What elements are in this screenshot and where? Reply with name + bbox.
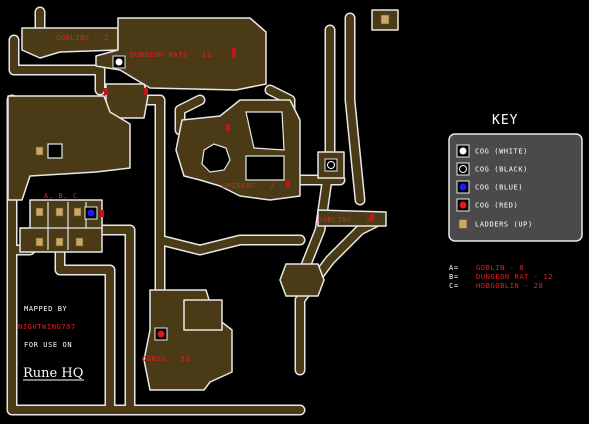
legend-value-a: GOBLIN - 8	[476, 264, 524, 272]
doors	[100, 48, 374, 222]
key-panel	[448, 133, 583, 242]
cog-red-icon	[459, 201, 467, 209]
cog-black-icon	[324, 158, 338, 172]
legend-value-c: HOBGOBLIN - 28	[476, 282, 543, 290]
cog-white-icon	[459, 147, 467, 155]
svg-text:COG (WHITE): COG (WHITE)	[475, 148, 528, 156]
svg-text:COG (BLACK): COG (BLACK)	[475, 166, 528, 174]
cog-white-icon	[112, 55, 126, 69]
label-goblins-top: GOBLINS - 2	[56, 34, 109, 42]
key-item-ladders: LADDERS (UP)	[458, 219, 533, 229]
ladder-up-icon	[35, 237, 44, 247]
legend-code-c: C=	[449, 282, 459, 290]
ladder-up-icon	[380, 14, 390, 25]
cog-blue-icon	[84, 206, 98, 220]
legend-code-b: B=	[449, 273, 459, 281]
key-item-cog-red: COG (RED)	[456, 198, 518, 212]
room-dungeon-rats	[95, 17, 267, 91]
map-cogs	[84, 55, 338, 341]
ladder-up-icon	[75, 237, 84, 247]
ladder-up-icon	[73, 207, 82, 217]
svg-text:COG (RED): COG (RED)	[475, 202, 518, 210]
key-item-cog-blue: COG (BLUE)	[456, 180, 523, 194]
ladder-up-icon	[35, 207, 44, 217]
monster-legend: A= GOBLIN - 8 B= DUNGEON RAT - 12 C= HOB…	[449, 264, 553, 290]
credits: MAPPED BY NIGHTWING787 FOR USE ON Rune H…	[18, 305, 84, 381]
label-ogres: OGRES - 53	[142, 355, 190, 363]
svg-text:LADDERS (UP): LADDERS (UP)	[475, 221, 533, 229]
area-labels: GOBLINS - 2 DUNGEON RATS - 12 SPIDERS - …	[44, 34, 371, 363]
ladder-up-icon	[55, 237, 64, 247]
label-goblins-right: GOBLINS - 2	[318, 216, 371, 224]
ladder-up-icon	[35, 146, 44, 156]
ladder-up-icon	[55, 207, 64, 217]
room-holes	[47, 111, 285, 181]
ladder-up-icon	[458, 219, 468, 229]
cog-black-icon	[459, 165, 467, 173]
legend-value-b: DUNGEON RAT - 12	[476, 273, 553, 281]
svg-text:COG (BLUE): COG (BLUE)	[475, 184, 523, 192]
cog-blue-icon	[459, 183, 467, 191]
label-dungeon-rats: DUNGEON RATS - 12	[130, 51, 212, 59]
legend-code-a: A=	[449, 264, 459, 272]
ladders	[35, 14, 390, 247]
room-ogres-annex	[183, 299, 223, 331]
site-brand: Rune HQ	[23, 366, 83, 381]
cog-red-icon	[154, 327, 168, 341]
label-abc: A, B, C	[44, 192, 78, 200]
map-key: KEY COG (WHITE) COG (BLACK) COG (BLUE) C…	[448, 113, 583, 242]
abc-cells	[20, 202, 102, 250]
label-spiders: SPIDERS - 2	[222, 182, 275, 190]
key-item-cog-white: COG (WHITE)	[456, 144, 528, 158]
key-title: KEY	[492, 113, 518, 128]
room-hub	[279, 263, 325, 297]
mapped-by-text: MAPPED BY	[24, 305, 68, 313]
for-use-on-text: FOR USE ON	[24, 341, 72, 349]
key-item-cog-black: COG (BLACK)	[456, 162, 528, 176]
room-west	[7, 95, 131, 201]
room-goblins-right	[317, 209, 387, 227]
author-text: NIGHTWING787	[18, 323, 76, 331]
